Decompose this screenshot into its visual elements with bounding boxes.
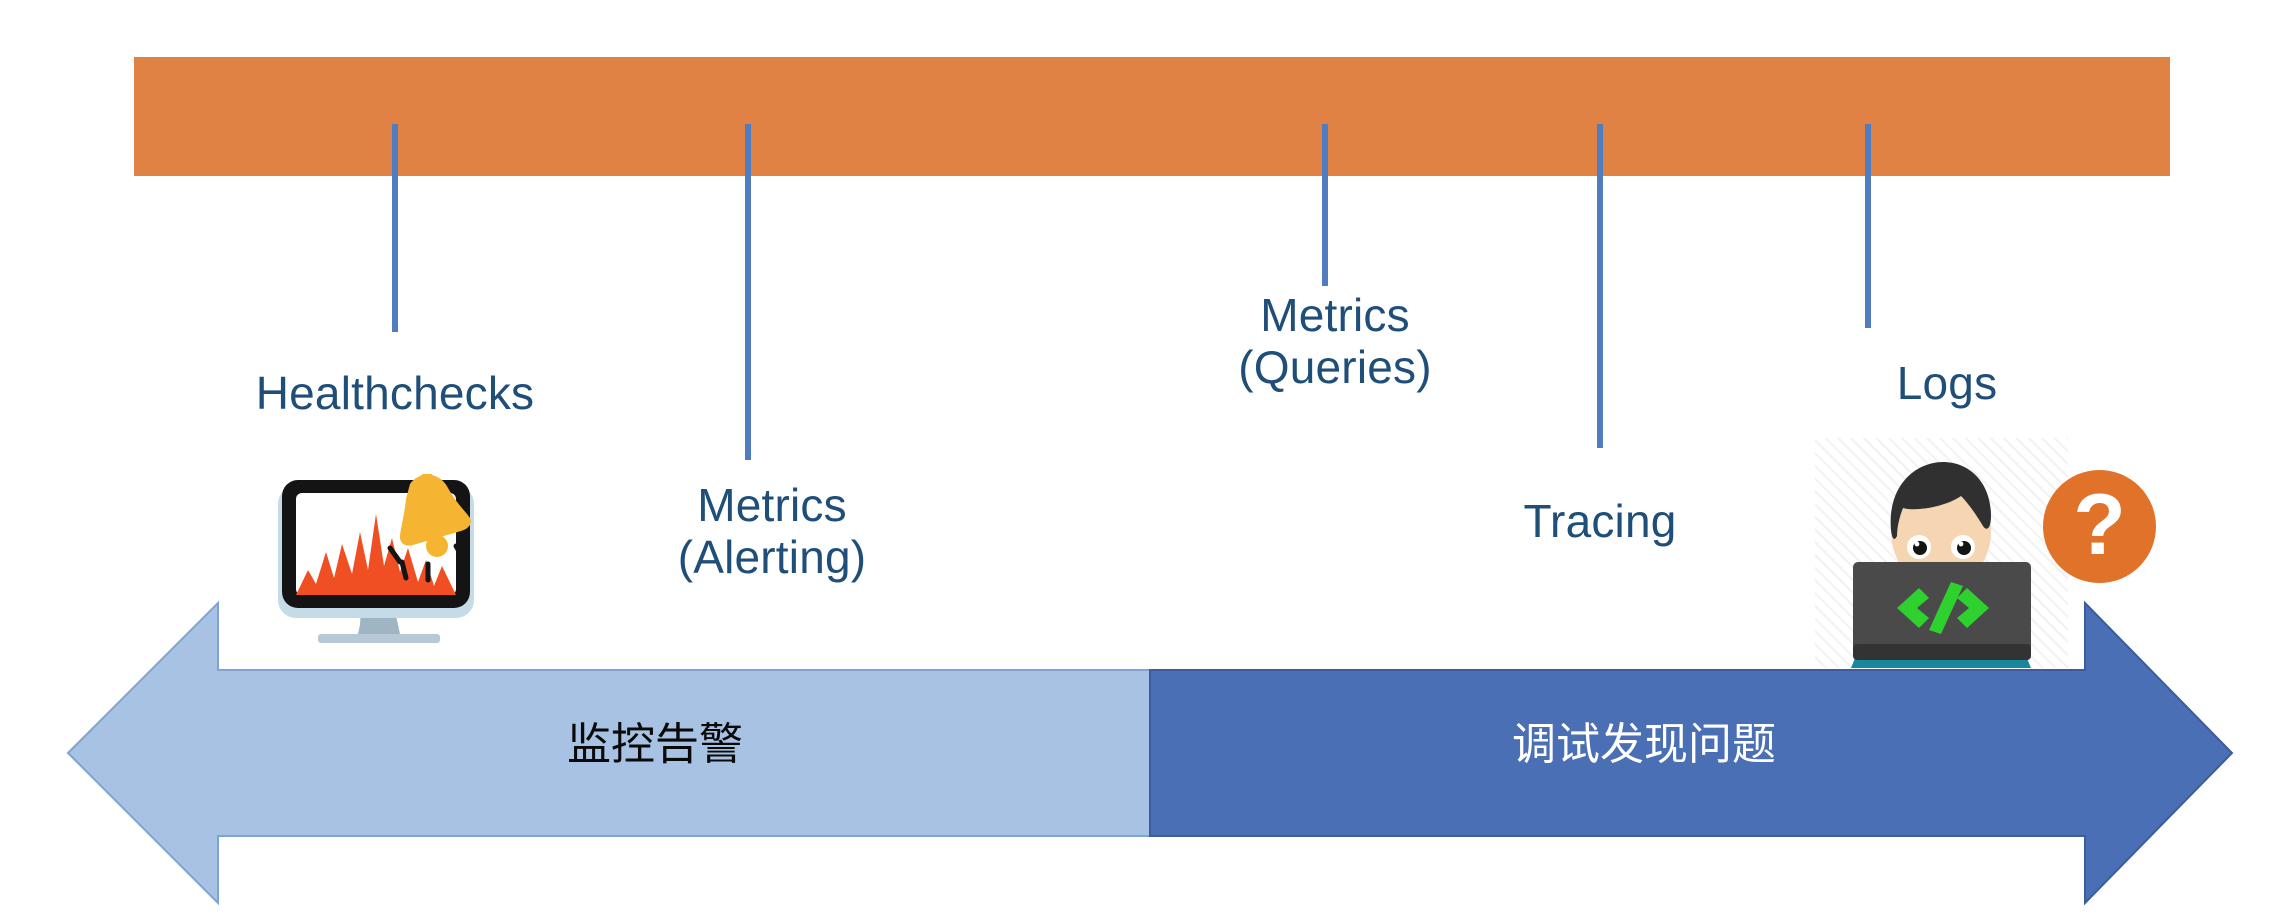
stem-tracing	[1597, 124, 1603, 448]
label-healthchecks: Healthchecks	[255, 367, 535, 419]
question-glyph: ?	[2073, 477, 2126, 573]
label-tracing: Tracing	[1523, 495, 1677, 547]
arrow-segment-debugging	[1149, 600, 2234, 906]
caption-debugging: 调试发现问题	[1512, 719, 1776, 770]
stem-healthchecks	[392, 124, 398, 332]
label-metrics-alerting: Metrics (Alerting)	[677, 479, 867, 583]
stem-logs	[1865, 124, 1871, 328]
observability-header-band	[134, 57, 2170, 176]
stem-metrics-alerting	[745, 124, 751, 460]
developer-icon-panel	[1815, 438, 2068, 668]
label-metrics-queries: Metrics (Queries)	[1238, 289, 1432, 393]
stem-metrics-queries	[1322, 124, 1328, 286]
developer-laptop-icon	[1851, 462, 2031, 668]
question-badge-icon: ?	[2043, 470, 2156, 583]
caption-monitoring: 监控告警	[567, 719, 743, 770]
monitor-alert-icon	[278, 474, 474, 643]
label-logs: Logs	[1896, 357, 1998, 409]
spectrum-arrow	[66, 600, 2234, 906]
